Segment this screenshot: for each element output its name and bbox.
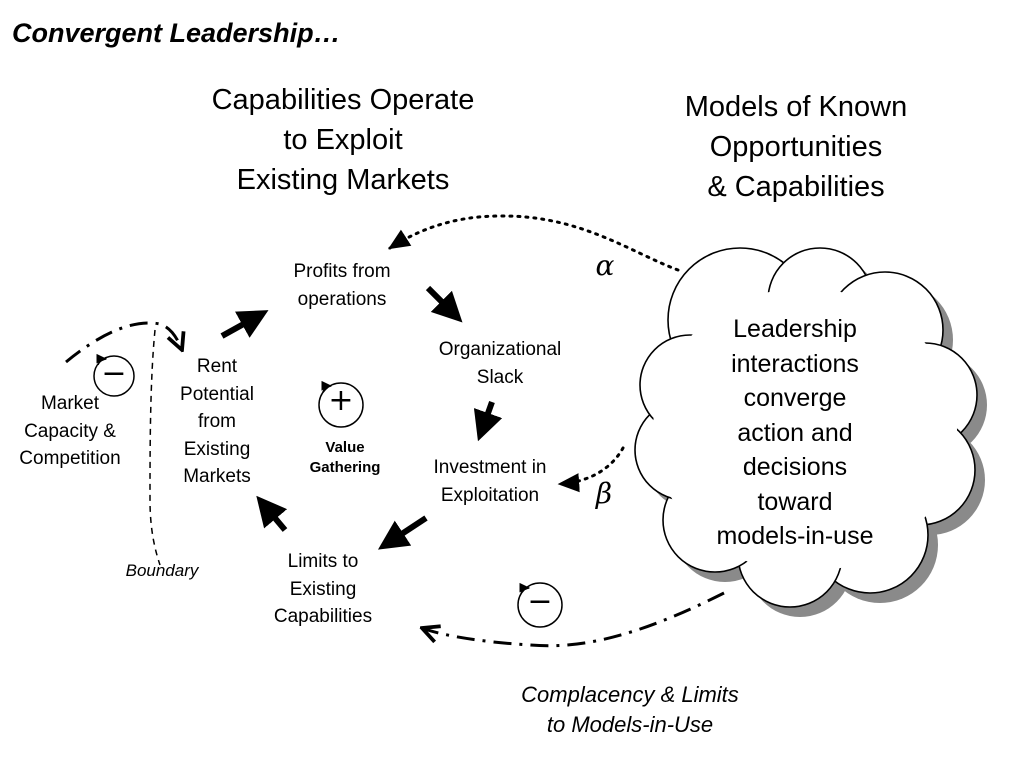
- minus-sign-complacency: −: [527, 584, 553, 619]
- node-rent: Rent Potential from Existing Markets: [180, 356, 254, 488]
- minus-sign-market: −: [101, 356, 127, 391]
- node-slack: Organizational Slack: [438, 339, 562, 388]
- loop-arrows: [220, 285, 503, 550]
- arrow-rent-to-profits: [220, 310, 269, 339]
- boundary-label: Boundary: [125, 561, 199, 580]
- beta-dotted-arrow: [557, 446, 625, 493]
- market-arrow: [65, 321, 182, 364]
- hook-market: [96, 353, 108, 366]
- loop-label: Value Gathering: [309, 439, 381, 477]
- arrow-limits-to-rent: [256, 495, 288, 532]
- complacency-label: Complacency & Limits to Models-in-Use: [521, 682, 739, 737]
- page-title: Convergent Leadership…: [12, 18, 341, 48]
- complacency-arrow: [422, 591, 725, 648]
- cloud-text: Leadership interactions converge action …: [716, 315, 874, 550]
- heading-models: Models of Known Opportunities & Capabili…: [684, 91, 908, 204]
- plus-circle-loop: [318, 382, 364, 428]
- hook-complacency: [519, 582, 531, 595]
- cloud-fill: [653, 288, 957, 572]
- arrow-investment-to-limits: [377, 515, 428, 550]
- hook-plus: [321, 380, 333, 393]
- plus-sign: +: [328, 383, 354, 418]
- heading-capabilities: Capabilities Operate to Exploit Existing…: [211, 84, 475, 197]
- node-investment: Investment in Exploitation: [433, 457, 547, 506]
- node-limits: Limits to Existing Capabilities: [273, 551, 373, 628]
- minus-circle-market: [93, 355, 135, 397]
- node-profits: Profits from operations: [293, 261, 391, 310]
- minus-circle-complacency: [517, 582, 563, 628]
- arrow-slack-to-investment: [473, 400, 503, 442]
- alpha-dotted-arrow: [387, 214, 680, 272]
- beta-symbol: β: [595, 477, 613, 510]
- arrow-profits-to-slack: [425, 285, 463, 323]
- alpha-symbol: α: [595, 249, 615, 282]
- node-market: Market Capacity & Competition: [19, 393, 121, 470]
